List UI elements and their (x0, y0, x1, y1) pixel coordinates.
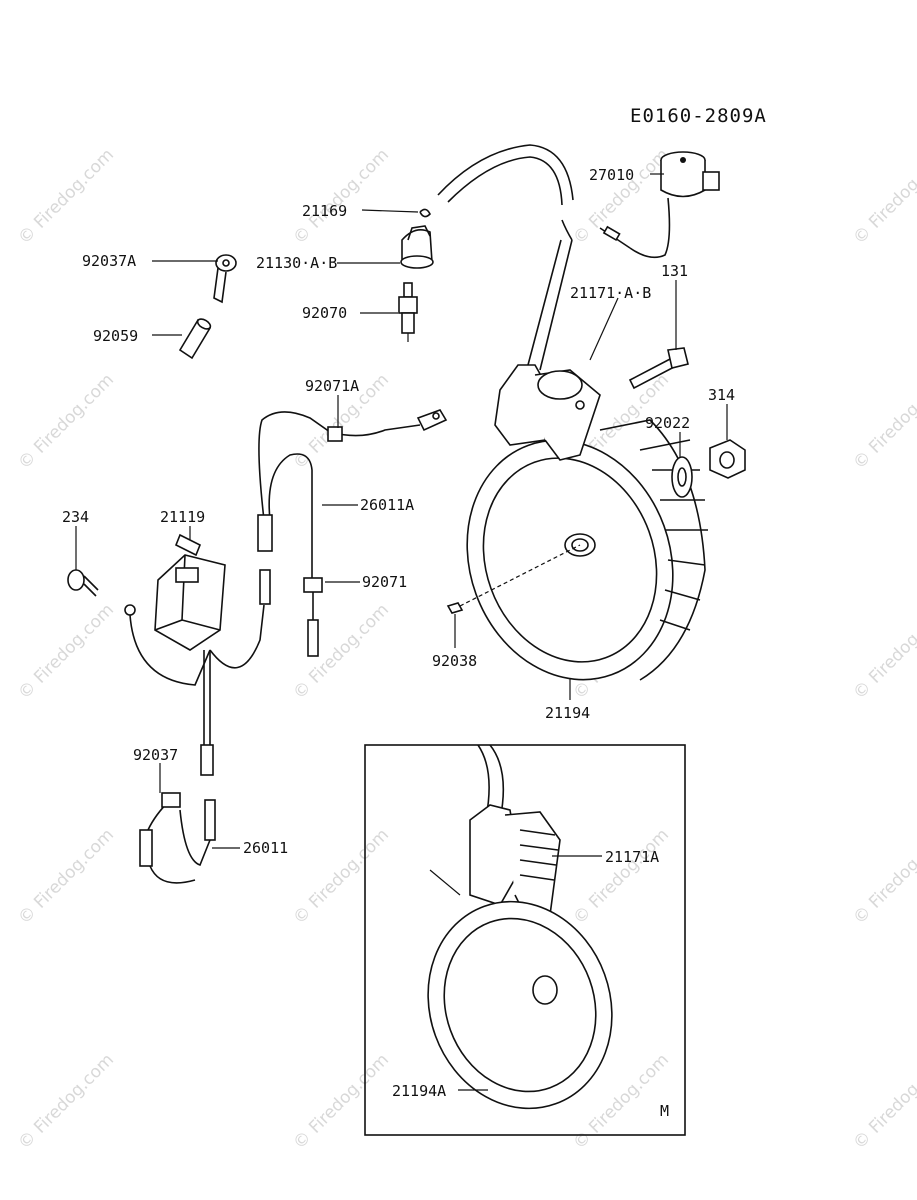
plug-cap-drawing (400, 225, 434, 269)
label-92037: 92037 (133, 746, 178, 764)
label-21119: 21119 (160, 508, 205, 526)
key-drawing (446, 544, 581, 614)
watermark: © Firedog.com (569, 825, 673, 929)
flywheel-drawing (466, 419, 708, 681)
watermark: © Firedog.com (14, 145, 118, 249)
nut-drawing (709, 439, 746, 479)
watermark: © Firedog.com (849, 145, 917, 249)
watermark: © Firedog.com (849, 600, 917, 704)
wiring-harness-drawing (257, 409, 448, 657)
inset-marker: M (660, 1102, 669, 1120)
label-92071: 92071 (362, 573, 407, 591)
stop-switch-drawing (599, 151, 720, 259)
label-92071A: 92071A (305, 377, 359, 395)
watermark: © Firedog.com (14, 600, 118, 704)
leader-lines (75, 173, 728, 1091)
igniter-drawing (124, 533, 271, 776)
watermark: © Firedog.com (849, 1050, 917, 1154)
label-27010: 27010 (589, 166, 634, 184)
ignition-coil-drawing (494, 364, 601, 461)
spark-plug-drawing (398, 282, 418, 342)
watermark: © Firedog.com (14, 825, 118, 929)
label-92038: 92038 (432, 652, 477, 670)
label-234: 234 (62, 508, 89, 526)
washer-drawing (671, 456, 693, 498)
label-92022: 92022 (645, 414, 690, 432)
lead-wire-drawing (139, 792, 216, 884)
label-314: 314 (708, 386, 735, 404)
label-21194A: 21194A (392, 1082, 446, 1100)
watermark: © Firedog.com (289, 1050, 393, 1154)
high-tension-lead-drawing (437, 144, 574, 371)
sleeve-drawing (178, 318, 212, 360)
watermark: © Firedog.com (289, 825, 393, 929)
label-21194: 21194 (545, 704, 590, 722)
watermark: © Firedog.com (289, 145, 393, 249)
watermark: © Firedog.com (849, 825, 917, 929)
screw-drawing (67, 569, 99, 597)
label-26011A: 26011A (360, 496, 414, 514)
watermark: © Firedog.com (14, 370, 118, 474)
watermark: © Firedog.com (569, 145, 673, 249)
terminal-drawing (213, 254, 237, 304)
watermark: © Firedog.com (849, 370, 917, 474)
inset-box (364, 744, 686, 1136)
spring-clip-drawing (419, 208, 431, 218)
label-21169: 21169 (302, 202, 347, 220)
label-21171: 21171·A·B (570, 284, 651, 302)
label-92059: 92059 (93, 327, 138, 345)
watermark: © Firedog.com (14, 1050, 118, 1154)
diagram-code: E0160-2809A (630, 105, 767, 127)
label-131: 131 (661, 262, 688, 280)
label-21130: 21130·A·B (256, 254, 337, 272)
watermark: © Firedog.com (289, 600, 393, 704)
label-92070: 92070 (302, 304, 347, 322)
label-21171A: 21171A (605, 848, 659, 866)
bolt-drawing (628, 347, 689, 390)
label-92037A: 92037A (82, 252, 136, 270)
part-labels: 27010 21169 92037A 21130·A·B 131 21171·A… (62, 166, 735, 1120)
label-26011: 26011 (243, 839, 288, 857)
